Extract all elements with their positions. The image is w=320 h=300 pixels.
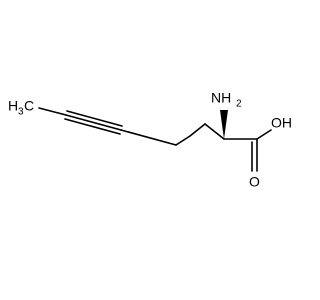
bond-carboxyl-hydroxyl	[256, 129, 272, 140]
bond-triple-bottom	[64, 118, 121, 135]
structure-canvas: H 3 C NH 2 OH O	[8, 89, 292, 190]
bond-triple-top	[66, 110, 123, 127]
methyl-label-subscript: 3	[18, 107, 24, 118]
bond-c6-chiral	[204, 123, 225, 140]
molecule-structure: H 3 C NH 2 OH O	[8, 90, 292, 190]
stereo-wedge-bond	[220, 110, 228, 139]
bond-triple-center	[65, 114, 122, 131]
bond-c5-c6	[189, 123, 206, 137]
amine-label: NH	[211, 90, 231, 106]
carbonyl-oxygen-label: O	[249, 174, 260, 190]
bond-methyl-alkyne	[38, 107, 67, 116]
hydroxyl-label: OH	[271, 115, 292, 131]
amine-subscript: 2	[236, 99, 242, 110]
methyl-label-c: C	[24, 98, 34, 114]
bond-c4-c5	[175, 135, 191, 146]
bond-c3-c4	[120, 129, 177, 146]
methyl-label-h: H	[8, 98, 18, 114]
